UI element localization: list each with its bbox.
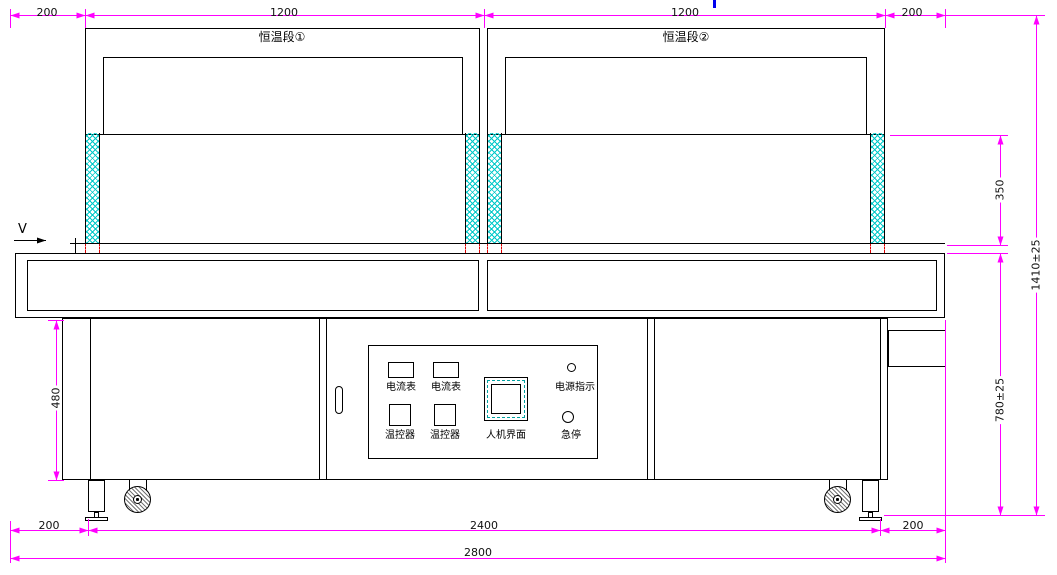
- dim-wheelbase: 2400: [470, 519, 498, 532]
- emergency-stop-button: [562, 411, 574, 423]
- dim-top-offset-left: 200: [36, 6, 58, 19]
- power-indicator-lamp: [567, 363, 576, 372]
- section2-label: 恒温段②: [662, 30, 710, 44]
- hatched-column-4: [870, 133, 885, 243]
- hatched-column-2: [465, 133, 480, 243]
- conveyor-belt-line: [70, 243, 945, 244]
- section1-label: 恒温段①: [258, 30, 306, 44]
- hood2-inner-chamber: [505, 57, 867, 135]
- emergency-stop-label: 急停: [561, 430, 581, 441]
- right-foot-plate: [859, 517, 882, 521]
- ammeter-1: [388, 362, 414, 378]
- side-attachment-box: [888, 330, 946, 367]
- door-handle: [335, 386, 343, 414]
- right-caster-hub: [833, 495, 842, 504]
- temp-controller1-label: 温控器: [385, 430, 415, 441]
- hidden-line-stub-3: [487, 243, 502, 253]
- hmi-outer-frame: [484, 377, 528, 421]
- power-indicator-label: 电源指示: [555, 382, 595, 393]
- left-caster-wheel: [124, 486, 151, 513]
- left-caster-hub: [133, 495, 142, 504]
- right-caster-bracket: [829, 480, 830, 490]
- cabinet-divider-line: [319, 318, 320, 480]
- dim-bottom-offset-right: 200: [902, 519, 924, 532]
- cabinet-divider-line: [647, 318, 648, 480]
- ammeter1-label: 电流表: [386, 382, 416, 393]
- left-caster-bracket: [146, 480, 147, 490]
- dim-bottom-offset-left: 200: [38, 519, 60, 532]
- temp-controller-1: [389, 404, 411, 426]
- table-band-panel-right: [487, 260, 937, 311]
- cabinet-divider-line: [880, 318, 881, 480]
- left-leg: [88, 480, 105, 512]
- dim-top-section2: 1200: [671, 6, 699, 19]
- table-band-outline: [15, 253, 945, 318]
- temp-controller2-label: 温控器: [430, 430, 460, 441]
- direction-label: V: [18, 222, 27, 237]
- hidden-line-stub-2: [465, 243, 480, 253]
- conveyor-end-tick: [75, 238, 76, 253]
- hmi-label: 人机界面: [486, 430, 526, 441]
- hmi-screen: [491, 384, 521, 414]
- right-leg: [862, 480, 879, 512]
- table-band-panel-left: [27, 260, 479, 311]
- cabinet-outline: [62, 318, 888, 480]
- hmi-bezel: [487, 380, 525, 418]
- hidden-line-stub-4: [870, 243, 885, 253]
- cabinet-divider-line: [654, 318, 655, 480]
- dim-total-width: 2800: [464, 546, 492, 559]
- right-caster-wheel: [824, 486, 851, 513]
- dim-cabinet-height: 480: [49, 385, 63, 411]
- left-foot-plate: [85, 517, 108, 521]
- right-caster-bracket: [846, 480, 847, 490]
- left-caster-bracket: [129, 480, 130, 490]
- hatched-column-3: [487, 133, 502, 243]
- dim-top-offset-right: 200: [901, 6, 923, 19]
- hatched-column-1: [85, 133, 100, 243]
- ammeter-2: [433, 362, 459, 378]
- dim-column-height: 350: [993, 177, 1007, 203]
- hidden-line-stub-1: [85, 243, 100, 253]
- dim-top-section1: 1200: [270, 6, 298, 19]
- hood1-inner-chamber: [103, 57, 463, 135]
- dim-total-height: 1410±25: [1029, 237, 1043, 293]
- dim-body-height: 780±25: [993, 375, 1007, 425]
- temp-controller-2: [434, 404, 456, 426]
- cabinet-divider-line: [90, 318, 91, 480]
- cabinet-divider-line: [326, 318, 327, 480]
- ammeter2-label: 电流表: [431, 382, 461, 393]
- clipped-blue-fragment: [713, 0, 716, 8]
- control-panel-outline: [368, 345, 598, 459]
